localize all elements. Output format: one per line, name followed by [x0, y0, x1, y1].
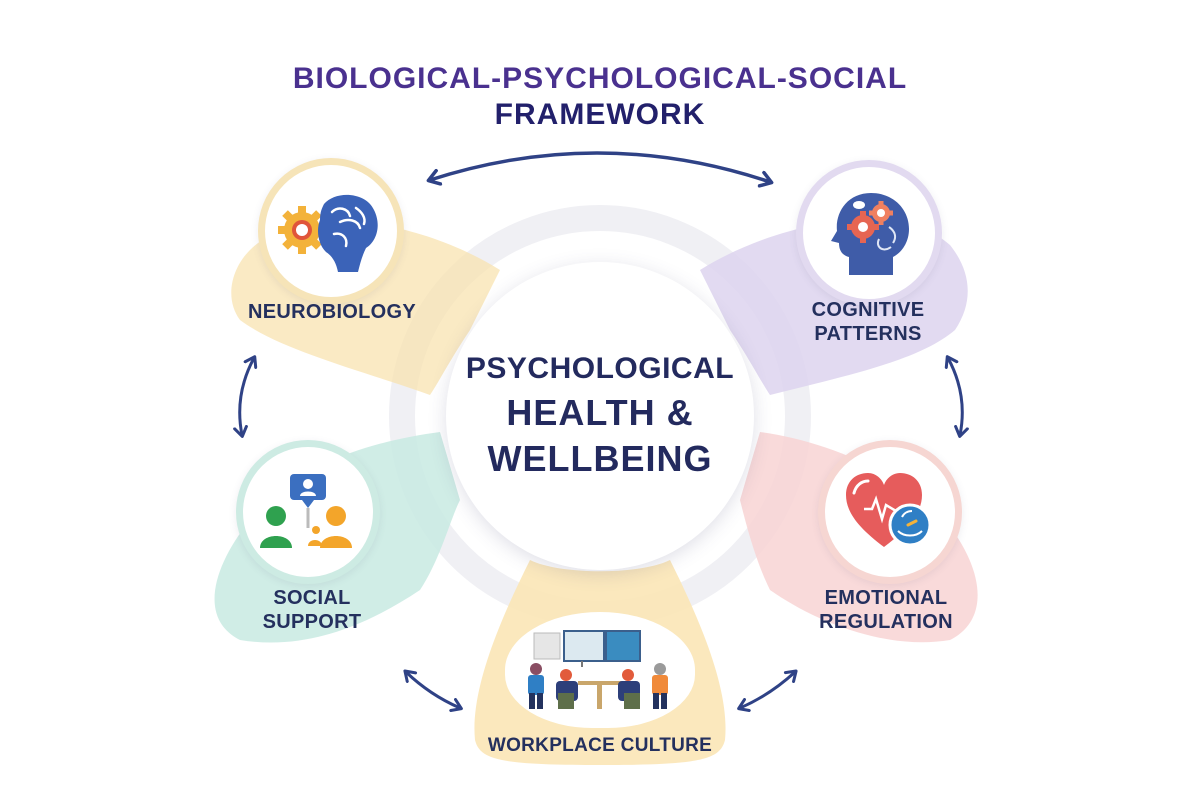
arrow-emotional-workplace: [737, 669, 798, 713]
node-emotional-regulation: [818, 440, 962, 584]
center-line-3: WELLBEING: [487, 438, 713, 479]
arrow-cognitive-emotional: [944, 355, 969, 438]
center-line-1: PSYCHOLOGICAL: [465, 352, 735, 385]
team-meeting-icon: [528, 630, 668, 709]
node-cognitive-patterns: [796, 160, 942, 306]
center-hub: PSYCHOLOGICAL HEALTH & WELLBEING: [446, 262, 754, 570]
people-chat-icon: [260, 474, 352, 548]
label-neurobiology: NEUROBIOLOGY: [232, 300, 432, 324]
arrow-neuro-cognitive: [426, 151, 774, 188]
label-cognitive-line-2: PATTERNS: [814, 323, 922, 345]
heart-gauge-icon: [846, 473, 932, 547]
center-line-2: HEALTH &: [506, 392, 694, 433]
node-neurobiology: [258, 158, 404, 304]
node-workplace-culture: [505, 612, 695, 728]
title-line-1: BIOLOGICAL-PSYCHOLOGICAL-SOCIAL: [292, 62, 908, 95]
label-workplace-culture: WORKPLACE CULTURE: [470, 734, 730, 758]
label-workplace-text: WORKPLACE CULTURE: [487, 735, 713, 756]
arrow-neuro-social: [233, 355, 258, 438]
label-emotional-line-1: EMOTIONAL: [824, 587, 948, 609]
node-social-support: [236, 440, 380, 584]
brain-gear-icon: [278, 194, 378, 272]
label-social-line-1: SOCIAL: [273, 587, 351, 609]
label-social-support: SOCIAL SUPPORT: [212, 586, 412, 634]
label-social-line-2: SUPPORT: [262, 611, 362, 633]
label-cognitive-patterns: COGNITIVE PATTERNS: [768, 298, 968, 346]
label-emotional-regulation: EMOTIONAL REGULATION: [786, 586, 986, 634]
title-line-2: FRAMEWORK: [494, 98, 706, 131]
head-gears-icon: [831, 193, 909, 275]
arrow-social-workplace: [403, 669, 463, 713]
label-neurobiology-text: NEUROBIOLOGY: [247, 301, 417, 323]
label-emotional-line-2: REGULATION: [819, 611, 953, 633]
label-cognitive-line-1: COGNITIVE: [811, 299, 925, 321]
